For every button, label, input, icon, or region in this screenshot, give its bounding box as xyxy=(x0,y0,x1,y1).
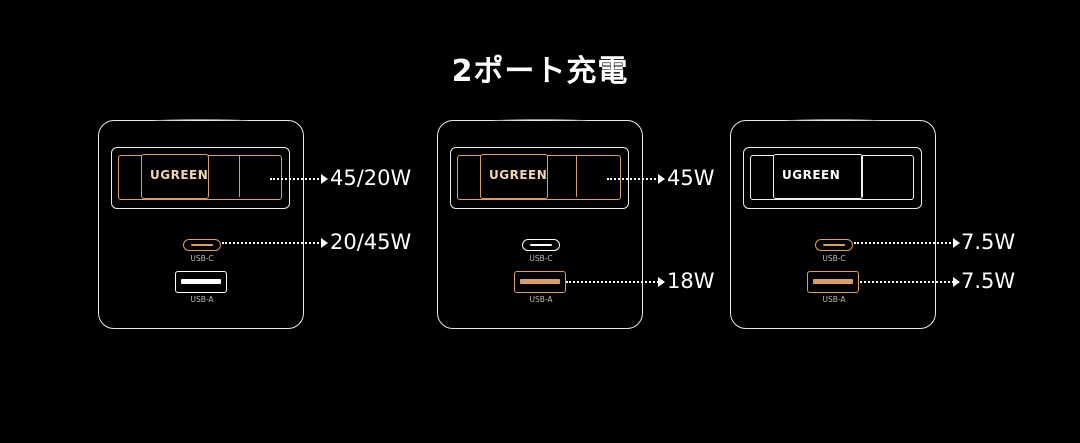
cable-output-watt: 45/20W xyxy=(330,166,412,190)
cable-divider xyxy=(861,156,862,197)
usb-a-label: USB-A xyxy=(190,295,214,304)
usb-c-port xyxy=(522,239,560,251)
cable-output-arrow xyxy=(270,174,328,184)
usb-a-output-watt: 18W xyxy=(667,269,715,293)
charger-device-1: UGREEN USB-C USB-A xyxy=(98,119,304,329)
brand-logo: UGREEN xyxy=(782,168,841,182)
charger-device-3: UGREEN USB-C USB-A xyxy=(730,119,936,329)
brand-logo: UGREEN xyxy=(150,168,209,182)
retractable-cable: UGREEN xyxy=(750,154,914,200)
cable-divider xyxy=(576,156,577,197)
cable-plug: UGREEN xyxy=(480,154,548,199)
usb-c-output-watt: 20/45W xyxy=(330,230,412,254)
cable-plug: UGREEN xyxy=(141,154,209,199)
charger-device-2: UGREEN USB-C USB-A xyxy=(437,119,643,329)
cable-slot: UGREEN xyxy=(111,147,290,209)
usb-c-output-arrow xyxy=(222,238,328,248)
brand-logo: UGREEN xyxy=(489,168,548,182)
usb-a-port xyxy=(807,271,859,293)
usb-a-label: USB-A xyxy=(529,295,553,304)
cable-slot: UGREEN xyxy=(450,147,629,209)
cable-output-arrow xyxy=(607,174,665,184)
cable-slot: UGREEN xyxy=(743,147,922,209)
usb-a-output-arrow xyxy=(860,277,960,287)
usb-a-output-arrow xyxy=(566,277,665,287)
usb-a-label: USB-A xyxy=(822,295,846,304)
retractable-cable: UGREEN xyxy=(118,154,282,200)
usb-c-label: USB-C xyxy=(529,254,553,263)
usb-c-label: USB-C xyxy=(190,254,214,263)
cable-plug: UGREEN xyxy=(773,154,863,199)
usb-c-port xyxy=(815,239,853,251)
retractable-cable: UGREEN xyxy=(457,154,621,200)
usb-a-port xyxy=(175,271,227,293)
usb-c-port xyxy=(183,239,221,251)
usb-c-label: USB-C xyxy=(822,254,846,263)
usb-a-port xyxy=(514,271,566,293)
page-title: 2ポート充電 xyxy=(451,54,629,89)
usb-a-output-watt: 7.5W xyxy=(961,269,1016,293)
cable-divider xyxy=(239,156,240,197)
usb-c-output-arrow xyxy=(854,238,960,248)
cable-output-watt: 45W xyxy=(667,166,715,190)
usb-c-output-watt: 7.5W xyxy=(961,230,1016,254)
